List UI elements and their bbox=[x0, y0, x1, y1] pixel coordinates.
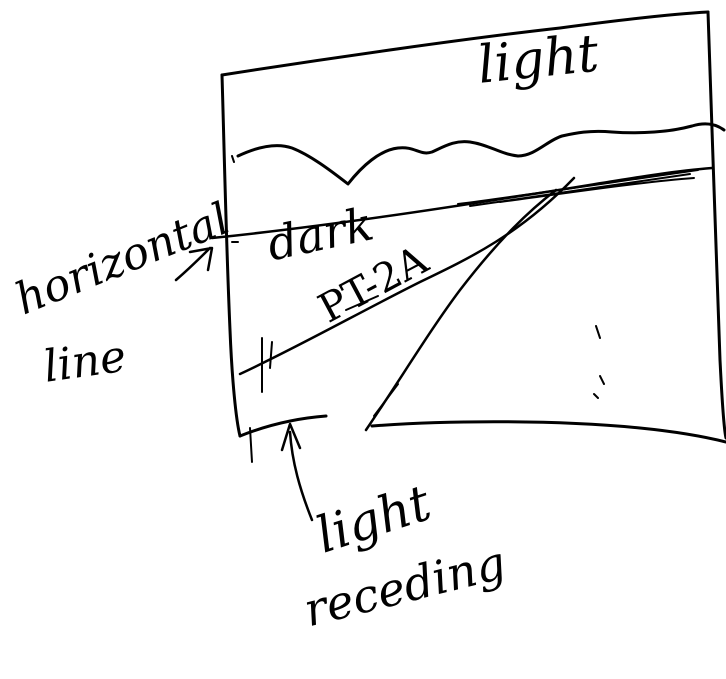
left-ticks bbox=[231, 155, 253, 463]
label-line: line bbox=[40, 330, 130, 393]
light-receding-arrow bbox=[280, 422, 314, 522]
frame-left-edge bbox=[220, 73, 242, 438]
road-upper-line bbox=[238, 176, 576, 376]
frame-top-edge bbox=[220, 10, 710, 77]
road-dash bbox=[345, 295, 379, 311]
horizontal-line-arrow bbox=[174, 246, 214, 282]
frame-right-edge bbox=[706, 10, 726, 440]
label-light-sky: light bbox=[474, 23, 602, 96]
mountain-ridge bbox=[236, 122, 726, 186]
road-tick-left bbox=[261, 337, 273, 393]
stray-marks bbox=[593, 325, 605, 399]
frame-bottom-edge bbox=[238, 414, 726, 444]
road-stripe bbox=[373, 383, 399, 417]
road-lower-line bbox=[364, 188, 558, 432]
